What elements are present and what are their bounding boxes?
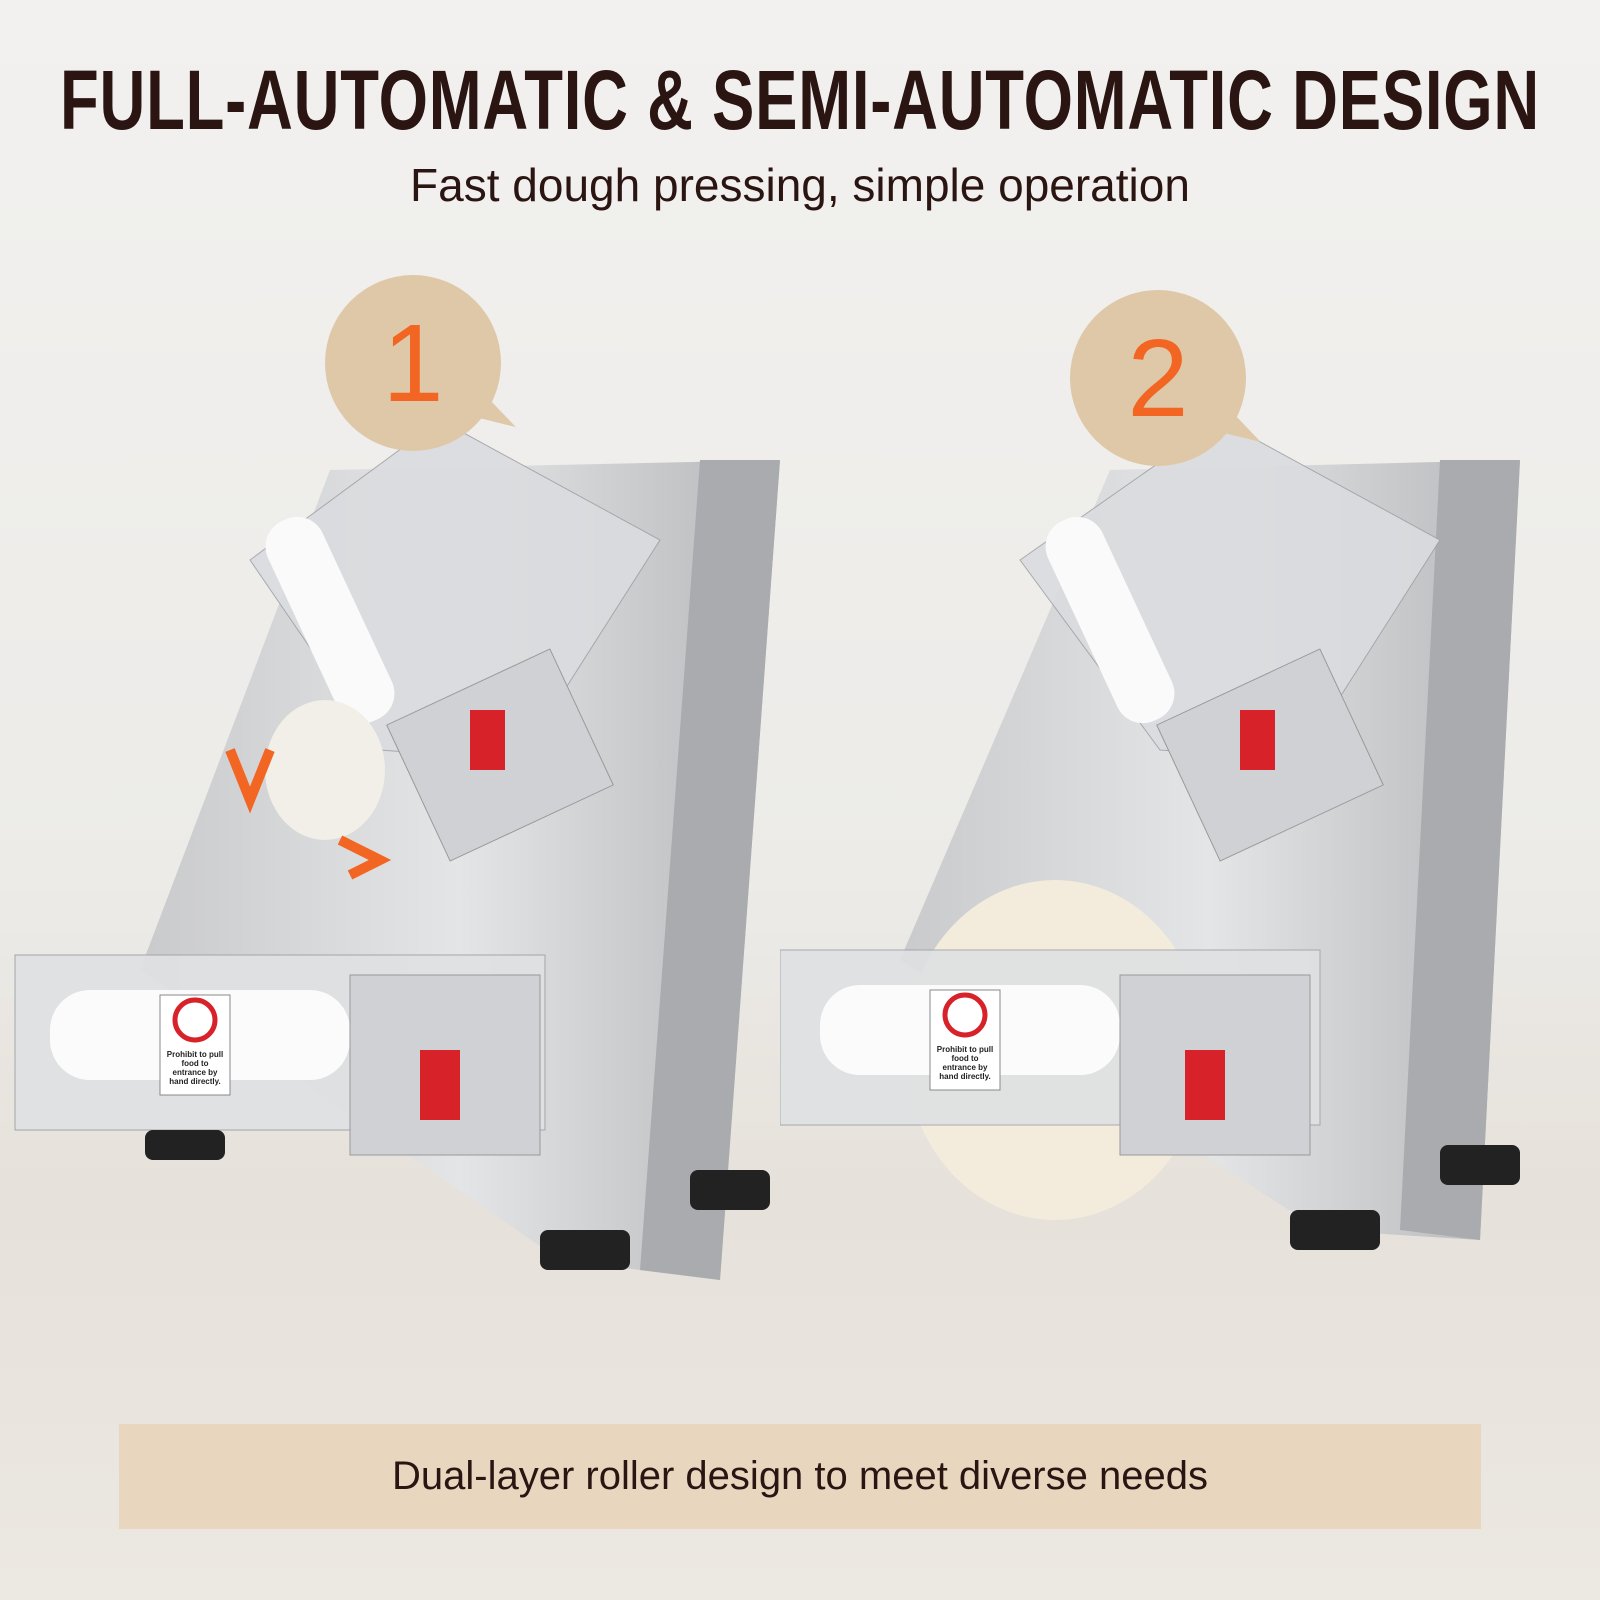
step-number: 1 (382, 301, 444, 425)
dough-press-machine-full-automatic (14, 419, 780, 1280)
step-2-badge: 2 (1070, 290, 1246, 466)
thickness-knob-upper (470, 710, 505, 770)
warning-sticker-text: Prohibit to pull food to entrance by han… (166, 1050, 224, 1086)
thickness-knob-lower (420, 1050, 460, 1120)
dough-press-machine-semi-automatic (780, 419, 1520, 1250)
banner-text: Dual-layer roller design to meet diverse… (392, 1454, 1208, 1498)
step-number: 2 (1127, 316, 1189, 440)
rotation-arrow-icon (337, 835, 392, 880)
warning-sticker (929, 989, 1001, 1091)
feature-banner: Dual-layer roller design to meet diverse… (119, 1424, 1481, 1529)
warning-sticker (159, 994, 231, 1096)
step-1-badge: 1 (325, 275, 501, 451)
dough-ball (265, 700, 385, 840)
rotation-arrow-icon (225, 748, 275, 814)
page-title: FULL-AUTOMATIC & SEMI-AUTOMATIC DESIGN (60, 53, 1540, 147)
warning-sticker-text: Prohibit to pull food to entrance by han… (936, 1045, 994, 1081)
page-subtitle: Fast dough pressing, simple operation (410, 159, 1190, 211)
